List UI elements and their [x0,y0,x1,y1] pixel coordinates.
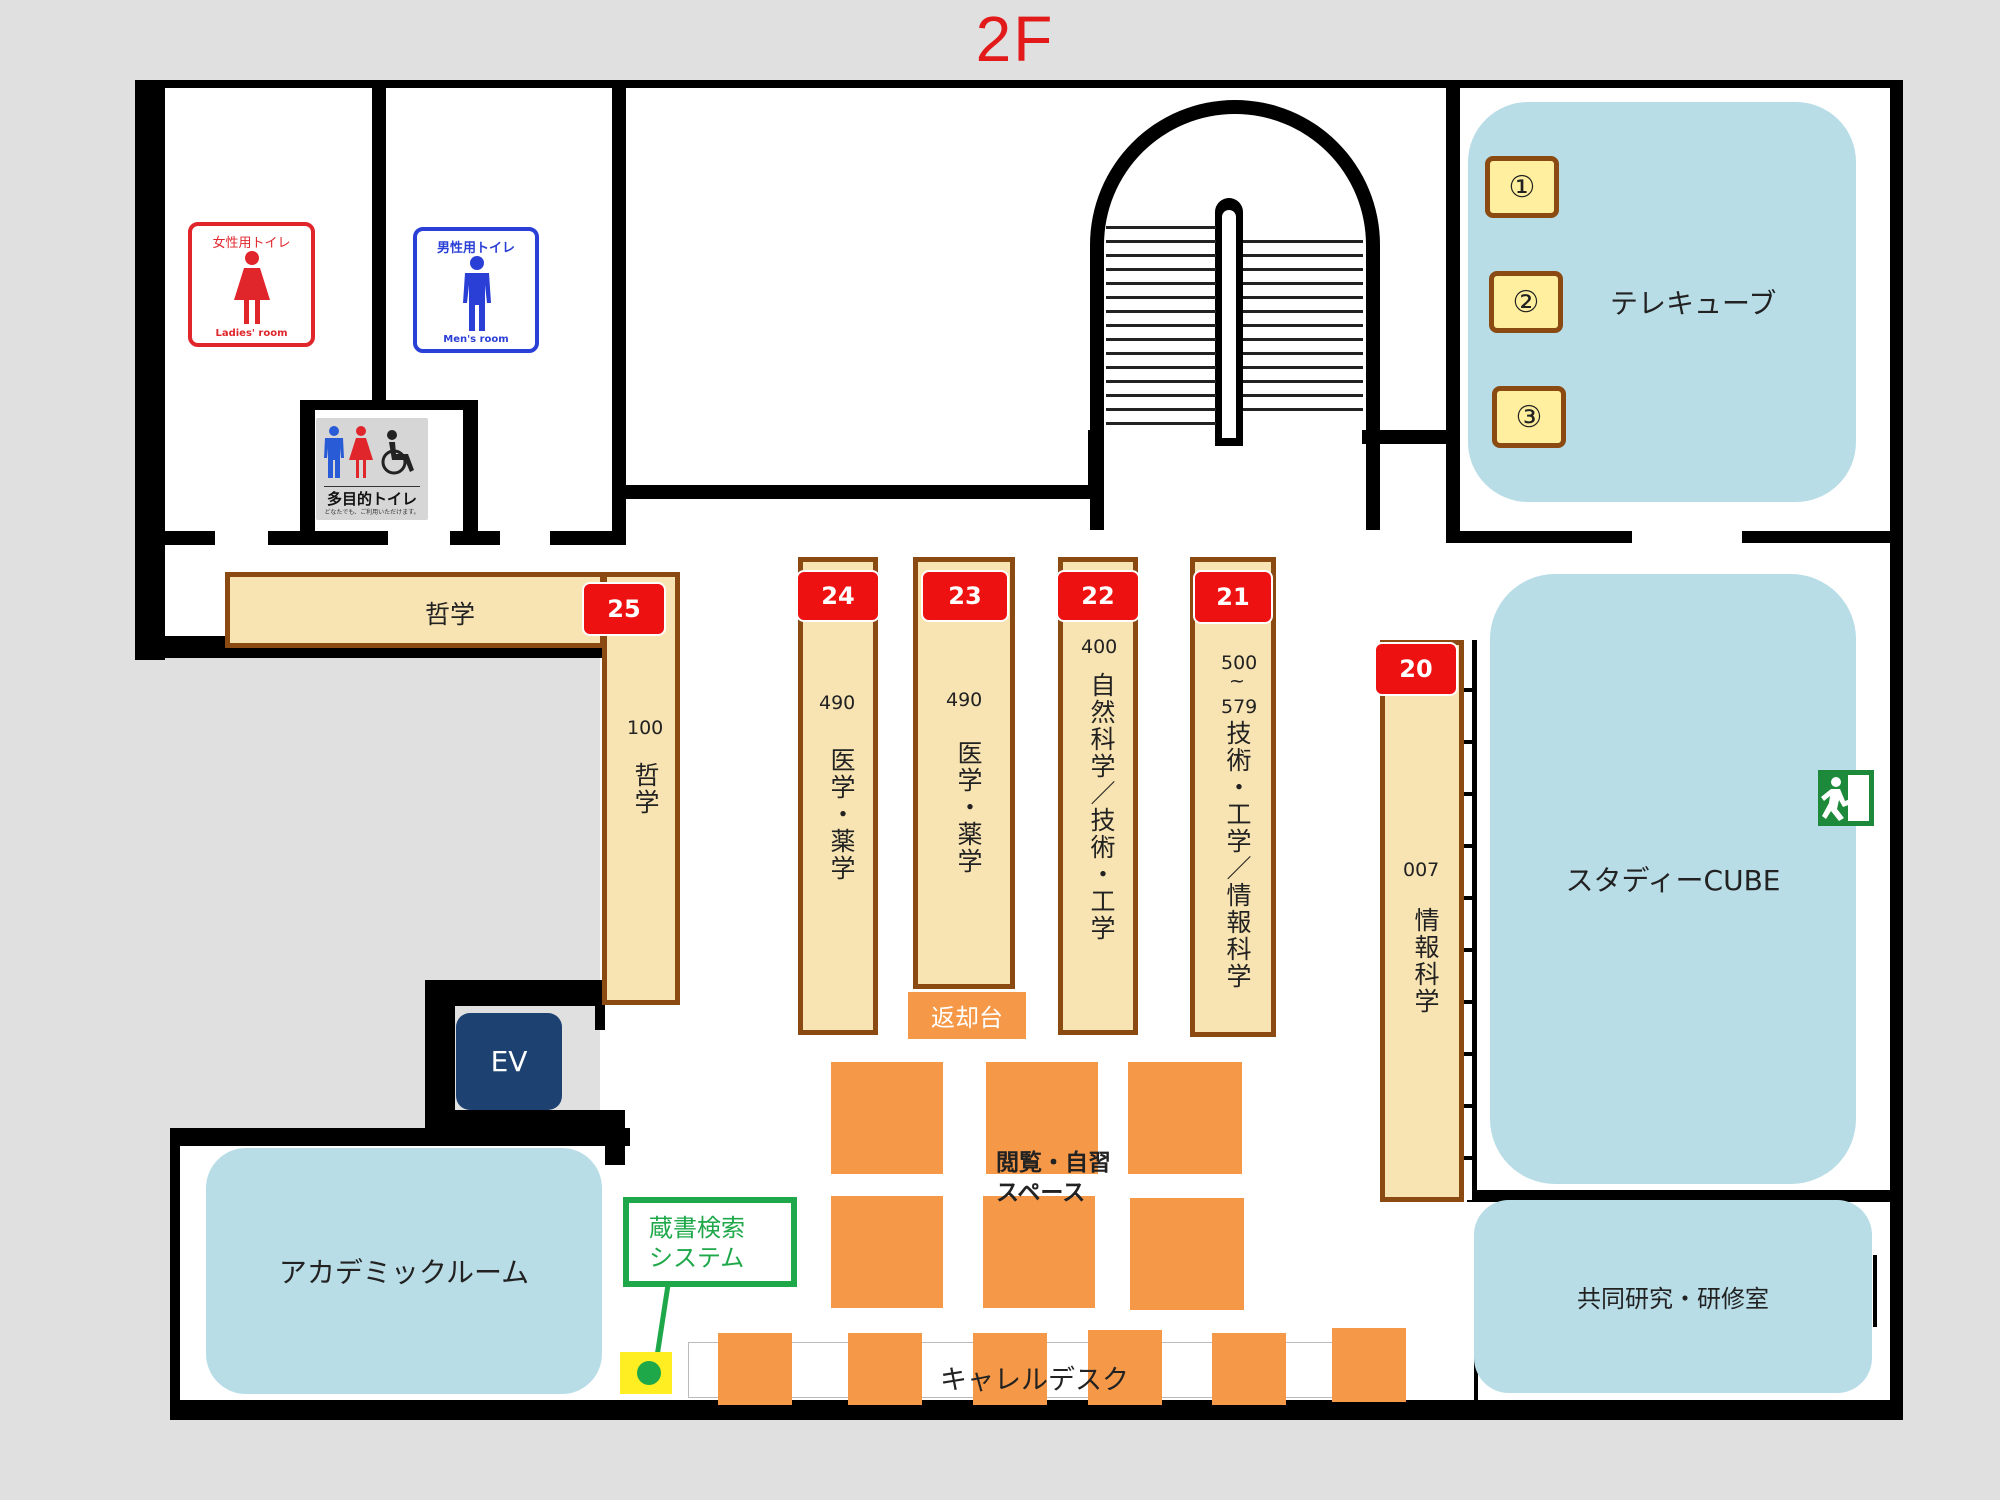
shelf-number-21: 21 [1193,570,1273,624]
joint-research-room[interactable]: 共同研究・研修室 [1474,1200,1872,1393]
woman-icon [349,426,373,478]
carrel-desk[interactable] [973,1333,1047,1405]
telecube-booth-3[interactable]: ③ [1492,386,1566,448]
shelf-22-class: 400 [1081,636,1118,658]
reading-table[interactable] [1128,1062,1242,1174]
bookshelf-25-horizontal[interactable]: 哲学 [225,572,605,648]
bookshelf-20[interactable]: 007 情報科学 [1380,640,1464,1202]
shelf-number-24: 24 [796,570,880,622]
emergency-exit-icon [1818,770,1874,826]
carrel-desk[interactable] [1088,1330,1162,1405]
shelf-25-class: 100 [627,717,664,739]
man-icon [463,256,491,331]
bookshelf-21[interactable]: 500 ~ 579 技術・工学／情報科学 [1190,557,1276,1037]
shelf-20-subject: 情報科学 [1411,907,1440,1015]
carrel-desk-label: キャレルデスク [940,1365,1129,1396]
shelf-22-subject: 自然科学／技術・工学 [1087,672,1116,942]
wall-right [1890,80,1903,1420]
shelf-21-class-top: 500 [1221,652,1258,674]
shelf-number-20: 20 [1374,642,1458,696]
ladies-room-label: 女性用トイレ [212,236,291,251]
bookshelf-23[interactable]: 490 医学・薬学 [913,557,1015,989]
return-counter[interactable]: 返却台 [908,992,1026,1039]
woman-icon [234,251,270,324]
shelf-number-23: 23 [921,570,1009,622]
academic-room-label: アカデミックルーム [278,1256,530,1289]
study-cube-room[interactable]: スタディーCUBE [1490,574,1856,1184]
joint-research-label: 共同研究・研修室 [1577,1285,1769,1313]
shelf-21-class-bottom: 579 [1221,696,1258,718]
mens-room-label: 男性用トイレ [436,241,515,256]
shelf-number-22: 22 [1056,570,1140,622]
shelf-24-class: 490 [819,692,856,714]
elevator-label: EV [490,1045,528,1078]
ladies-room-sub: Ladies' room [215,328,288,339]
carrel-desk[interactable] [1212,1333,1286,1405]
carrel-desk[interactable] [1332,1328,1406,1402]
bookshelf-25-vertical[interactable]: 100 哲学 [602,572,680,1005]
shelf-21-class-sep: ~ [1229,670,1245,692]
book-search-terminal[interactable] [620,1352,672,1394]
study-cube-label: スタディーCUBE [1565,864,1781,897]
multipurpose-restroom-label: 多目的トイレ [326,490,417,508]
multipurpose-restroom-sub: どなたでも、ご利用いただけます。 [324,509,420,516]
shelf-25-horizontal-label: 哲学 [425,600,476,629]
wall-top [135,80,1903,88]
reading-space-label: 閲覧・自習 スペース [996,1150,1111,1206]
shelf-25-subject: 哲学 [631,762,660,816]
carrel-desk[interactable] [718,1333,792,1405]
shelf-23-subject: 医学・薬学 [954,740,983,875]
shelf-20-class: 007 [1403,859,1440,881]
book-search-pointer [653,1285,671,1364]
bookshelf-22[interactable]: 400 自然科学／技術・工学 [1058,557,1138,1035]
reading-table[interactable] [831,1196,943,1308]
reading-table[interactable] [986,1062,1098,1174]
telecube-label: テレキューブ [1610,287,1777,320]
reading-table[interactable] [1130,1198,1244,1310]
shelf-number-25: 25 [582,582,666,636]
return-counter-label: 返却台 [931,1004,1003,1032]
telecube-booth-2[interactable]: ② [1489,271,1563,333]
shelf-23-class: 490 [946,689,983,711]
mens-room-sub: Men's room [443,334,509,345]
man-icon [324,426,344,478]
book-search-system-label-box: 蔵書検索 システム [623,1197,797,1287]
shelf-24-subject: 医学・薬学 [827,747,856,882]
elevator[interactable]: EV [456,1013,562,1110]
bookshelf-24[interactable]: 490 医学・薬学 [798,557,878,1035]
reading-table[interactable] [831,1062,943,1174]
wall-left-upper [135,80,165,660]
shelf-21-subject: 技術・工学／情報科学 [1223,720,1252,990]
ladies-room-sign[interactable]: 女性用トイレ Ladies' room [188,222,315,347]
multipurpose-restroom-sign[interactable]: 多目的トイレ どなたでも、ご利用いただけます。 [316,418,428,520]
floor-label: 2F [975,3,1055,75]
reading-table[interactable] [983,1196,1095,1308]
academic-room[interactable]: アカデミックルーム [206,1148,602,1394]
carrel-desk[interactable] [848,1333,922,1405]
book-search-system-label: 蔵書検索 システム [649,1214,745,1272]
wheelchair-icon [381,430,414,475]
telecube-booth-1[interactable]: ① [1485,156,1559,218]
mens-room-sign[interactable]: 男性用トイレ Men's room [413,227,539,353]
